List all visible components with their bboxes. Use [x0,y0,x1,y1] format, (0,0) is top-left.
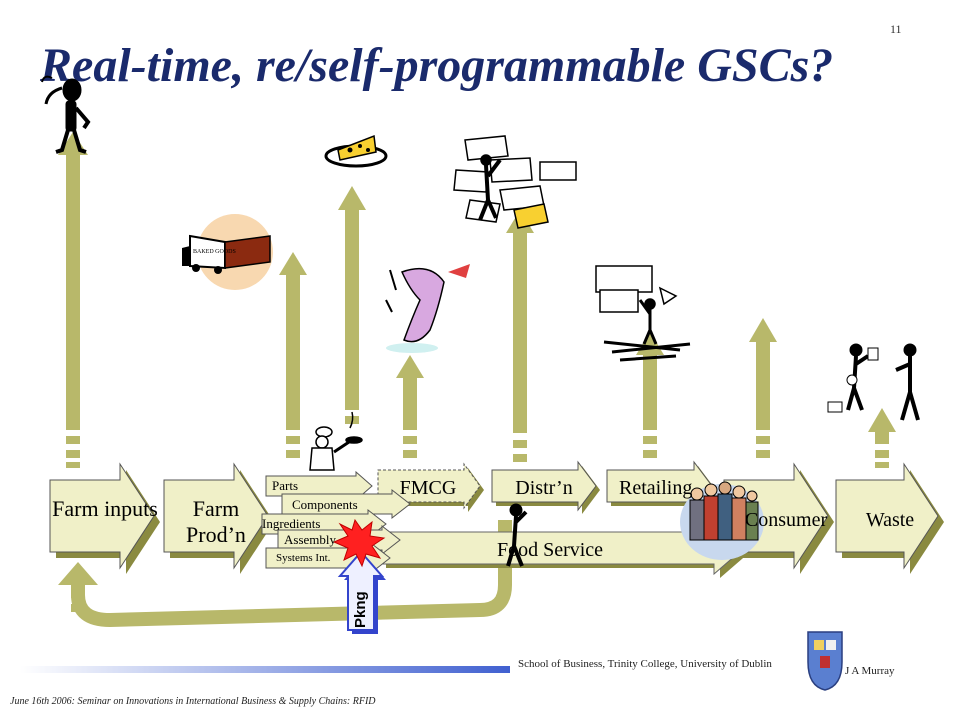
footer-date: June 16th 2006: Seminar on Innovations i… [10,696,376,707]
crest-icon [807,631,843,691]
box-systems-int: Systems Int. [276,552,331,564]
presenter-icon [595,265,691,362]
pkng-label: Pkng [352,591,369,628]
footer-bar [20,666,510,673]
person-with-papers-icon [453,135,577,229]
food-service-arrow [379,520,750,578]
up-arrow-farm-inputs [58,132,88,468]
cook-icon [309,411,363,471]
baked-goods-label: BAKED GOODS [193,249,236,255]
delivery-truck-icon: BAKED GOODS [182,214,273,290]
people-chatting-icon [827,343,920,421]
small-person-icon [506,503,528,567]
up-arrow-farm-prod [279,252,307,458]
box-assembly: Assembly [284,532,336,547]
consumer-crowd-icon [680,481,764,560]
stage-waste: Waste [865,509,915,531]
thinking-person-icon [41,75,91,154]
page-number: 11 [890,22,902,36]
footer-author: J A Murray [845,665,895,677]
up-arrow-consumer [749,318,777,458]
stage-retailing: Retailing [619,477,693,499]
up-arrow-fmcg [396,355,424,458]
cheese-icon [324,134,388,168]
dancer-icon [385,264,470,353]
box-ingredients: Ingredients [262,516,321,531]
up-arrow-parts [338,186,366,424]
stage-consumer: Consumer [744,509,828,531]
vertical-arrows [58,132,896,468]
stage-farm-inputs: Farm inputs [52,496,158,521]
stage-farm-prod: Farm Prod’n [186,496,246,548]
box-components: Components [292,497,358,512]
slide-title: Real-time, re/self-programmable GSCs? [40,39,834,92]
up-arrow-retailing [636,332,664,458]
up-arrow-distrn [506,210,534,462]
stage-fmcg: FMCG [399,477,457,499]
box-parts: Parts [272,478,298,493]
footer-school: School of Business, Trinity College, Uni… [518,658,772,670]
feedback-loop-dashes [58,562,98,612]
stage-distrn: Distr’n [515,477,573,499]
explosion-icon [332,518,386,568]
pkng-arrow [337,550,386,634]
up-arrow-waste [868,408,896,468]
stage-food-service: Food Service [496,539,604,561]
